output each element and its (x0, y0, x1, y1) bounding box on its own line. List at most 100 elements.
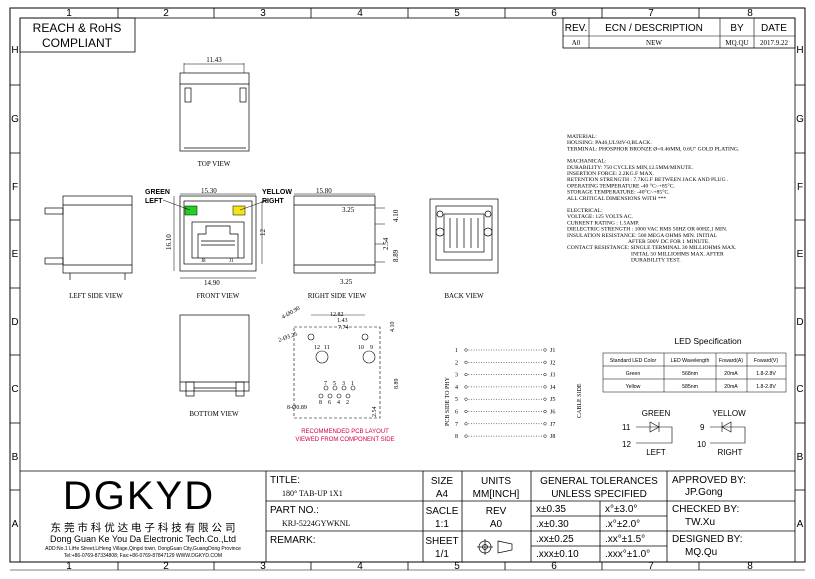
green-side-label: LEFT (646, 448, 666, 457)
jack-node-icon (543, 373, 547, 377)
pcb-pin-label: 1 (351, 381, 354, 387)
back-view (429, 198, 499, 274)
spec-line: TERMINAL: PHOSPHOR BRONZE Ø=0.46MM, 0.6U… (567, 146, 740, 152)
row-label: C (796, 384, 803, 395)
jack-label: J2 (550, 360, 555, 366)
pin-number: 5 (455, 397, 458, 403)
checked-label: CHECKED BY: (672, 504, 739, 515)
row-label: F (797, 182, 803, 193)
pcb-pin-label: 8 (319, 400, 322, 406)
back-view-label: BACK VIEW (444, 292, 484, 300)
row-label: B (797, 452, 804, 463)
rev-value: A0 (572, 39, 581, 47)
pcb-dim-774: 7.74 (338, 325, 349, 331)
col-label: 3 (260, 8, 266, 19)
col-label: 5 (454, 8, 460, 19)
col-label: 1 (66, 8, 72, 19)
row-ticks (10, 84, 805, 491)
rev-header: REV. (565, 23, 587, 34)
front-side-dim: 12 (259, 229, 267, 237)
title-value: 180° TAB-UP 1X1 (282, 489, 343, 498)
pin-node-icon (464, 373, 468, 377)
col-label: 1 (66, 561, 72, 572)
units-value: MM[INCH] (473, 489, 520, 500)
date-value: 2017.9.22 (760, 39, 789, 47)
by-value: MQ.QU (725, 39, 748, 47)
row-label: E (797, 249, 804, 260)
pin-node-icon (464, 360, 468, 364)
pin-node-icon (464, 434, 468, 438)
pin-number: 7 (455, 422, 458, 428)
jack-label: J6 (550, 410, 555, 416)
row-label: C (11, 384, 18, 395)
right-top-dim: 15.80 (316, 187, 332, 195)
rev-block-value: A0 (490, 519, 503, 530)
jack-node-icon (543, 409, 547, 414)
led-spec-cell: 1.8-2.8V (756, 371, 776, 377)
front-view (173, 193, 263, 279)
designed-value: MQ.Qu (685, 547, 717, 558)
yellow-side-label: RIGHT (718, 448, 743, 457)
tolerance-title-2: UNLESS SPECIFIED (551, 489, 647, 500)
led-spec-cell: 585nm (682, 384, 698, 390)
pcb-note-2: VIEWED FROM COMPONENT SIDE (295, 437, 394, 443)
col-label: 6 (551, 561, 557, 572)
designed-label: DESIGNED BY: (672, 534, 743, 545)
pin-node-icon (464, 385, 468, 389)
compliance-line2: COMPLIANT (42, 36, 113, 50)
pcb-pin-label: 6 (328, 400, 331, 406)
row-label: G (11, 114, 19, 125)
jack-node-icon (543, 385, 547, 389)
company-contact: Tel:+86-0769-87334808; Fax:+86-0769-8784… (64, 553, 222, 559)
right-dim-254: 2.54 (382, 237, 390, 250)
pcb-dim-254: 2.54 (372, 407, 378, 418)
top-view (179, 63, 250, 152)
row-label: D (11, 317, 18, 328)
jack-label: J8 (550, 434, 555, 440)
spec-line: RETENTION STRENGTH : 7.7KG.F BETWEEN JAC… (567, 177, 729, 183)
row-label: H (11, 45, 18, 56)
pcb-note-1: RECOMMENDED PCB LAYOUT (301, 429, 389, 435)
led-spec-cell: 1.8-2.8V (756, 384, 776, 390)
yellow-led-title: YELLOW (712, 409, 746, 418)
compliance-box (19, 17, 136, 53)
company-cn: 东 莞 市 科 优 达 电 子 科 技 有 限 公 司 (51, 521, 236, 534)
left-side-view (44, 195, 133, 280)
row-label: G (796, 114, 804, 125)
col-label: 4 (357, 561, 363, 572)
top-width-dim: 11.43 (206, 56, 222, 64)
yellow-led-schematic: YELLOW 9 10 RIGHT (697, 409, 746, 457)
cable-side-label: CABLE SIDE (577, 383, 583, 418)
date-header: DATE (761, 23, 787, 34)
bottom-view (179, 314, 250, 397)
front-bottom-dim: 14.90 (204, 279, 220, 287)
col-label: 2 (163, 8, 169, 19)
company-address: ADD:No.1 LiHe Street,LiHeng Village,Qing… (45, 546, 241, 552)
jack-node-icon (543, 348, 547, 352)
led-spec-cell: 20mA (724, 371, 738, 377)
title-label: TITLE: (270, 475, 300, 486)
led-spec-cell: 568nm (682, 371, 698, 377)
specifications: MATERIAL:HOUSING: PA46,UL94V-0,BLACK.TER… (567, 134, 740, 264)
spec-line: INSULATION RESISTANCE: 500 MEGA OHMS MIN… (567, 233, 718, 239)
jack-node-icon (543, 422, 547, 426)
pcb-dim-325: 2-Ø3.25 (278, 331, 299, 343)
jack-label: J1 (550, 348, 555, 354)
tolerance-angular: x°±3.0° (605, 504, 637, 515)
pcb-pin-label: 4 (337, 400, 340, 406)
approved-value: JP.Gong (685, 487, 723, 498)
right-side-view-label: RIGHT SIDE VIEW (308, 292, 367, 300)
col-label: 7 (648, 8, 654, 19)
pcb-pin-label: 3 (342, 381, 345, 387)
part-label: PART NO.: (270, 505, 319, 516)
led-spec-cell: Yellow (626, 384, 641, 390)
top-view-label: TOP VIEW (198, 160, 231, 168)
jack-label: J3 (550, 373, 555, 379)
pin-node-icon (464, 348, 468, 352)
tolerance-linear: .xx±0.25 (536, 534, 574, 545)
right-dim-889: 8.89 (392, 249, 400, 262)
company-en: Dong Guan Ke You Da Electronic Tech.Co.,… (50, 534, 236, 544)
pcb-pin-label: 10 (358, 345, 364, 351)
col-label: 3 (260, 561, 266, 572)
